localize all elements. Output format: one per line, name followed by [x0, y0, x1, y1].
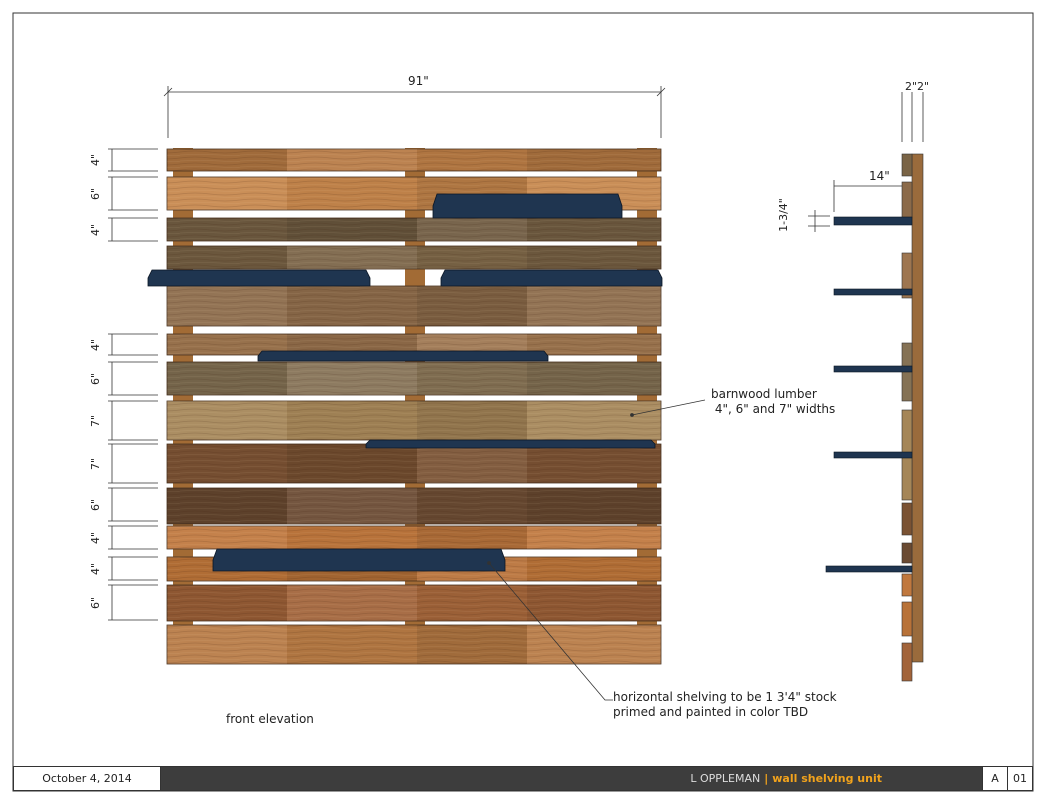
front-shelves: [147, 193, 663, 572]
side-shelf: [825, 565, 913, 573]
side-shelf: [833, 365, 913, 373]
shelf-depth-label: 14": [869, 169, 890, 183]
board-height-label: 6": [89, 498, 103, 511]
shelf-thickness-label: 1-3/4": [776, 198, 790, 232]
front-elevation-view: [147, 148, 663, 665]
shelf-thickness-dimension: [808, 210, 830, 232]
title-block-date: October 4, 2014: [14, 767, 161, 790]
title-block: October 4, 2014 L OPPLEMAN | wall shelvi…: [13, 766, 1033, 791]
side-depth-label-2: 2": [917, 80, 930, 93]
board-grain: [167, 286, 661, 326]
shelf-note-line2: primed and painted in color TBD: [613, 705, 809, 719]
title-block-main: L OPPLEMAN | wall shelving unit: [161, 767, 982, 790]
side-board-end: [901, 601, 913, 637]
side-board-end: [901, 502, 913, 536]
side-depth-dimension: [901, 92, 924, 142]
side-board-end: [901, 573, 913, 597]
side-shelves: [825, 216, 913, 573]
board-grain: [167, 218, 661, 241]
shelf-note-line1: horizontal shelving to be 1 3'4" stock: [613, 690, 837, 704]
board-grain: [167, 625, 661, 664]
board-height-label: 6": [89, 187, 103, 200]
board-grain: [167, 149, 661, 171]
side-board-ends: [901, 153, 913, 682]
shelf: [440, 269, 663, 287]
title-block-sheet-number: 01: [1007, 767, 1032, 790]
shelf: [147, 269, 371, 287]
board-height-label: 4": [89, 153, 103, 167]
board-height-label: 4": [89, 223, 103, 236]
board-height-label: 6": [89, 596, 103, 609]
board-height-label: 7": [89, 414, 103, 427]
board-grain: [167, 401, 661, 440]
board-grain: [167, 246, 661, 269]
board-grain: [167, 334, 661, 355]
board-grain: [167, 488, 661, 524]
board-height-dimensions: [108, 148, 158, 621]
side-shelf: [833, 451, 913, 459]
side-board-end: [901, 181, 913, 219]
shelf: [212, 548, 506, 572]
title-block-project: wall shelving unit: [772, 772, 882, 785]
overall-width-label: 91": [408, 74, 429, 88]
board-height-label: 6": [89, 372, 103, 385]
shelf: [257, 350, 549, 362]
board-grain: [167, 444, 661, 483]
side-elevation-view: [808, 92, 924, 682]
title-block-author: L OPPLEMAN: [690, 772, 761, 785]
shelf-depth-dimension: [833, 180, 902, 212]
board-grain: [167, 585, 661, 621]
sheet-border: [12, 12, 1034, 792]
view-label: front elevation: [226, 712, 314, 726]
shelf: [365, 439, 656, 449]
lumber-note-line2: 4", 6" and 7" widths: [711, 402, 836, 416]
board-grain: [167, 362, 661, 395]
side-board-end: [901, 642, 913, 682]
board-height-label: 7": [89, 457, 103, 470]
side-shelf: [833, 288, 913, 296]
title-block-sheet-letter: A: [982, 767, 1007, 790]
board-height-label: 4": [89, 338, 103, 351]
barnwood-boards: [166, 148, 662, 665]
board-height-label: 4": [89, 562, 103, 575]
board-grain: [167, 526, 661, 549]
side-board-end: [901, 153, 913, 177]
leader-lines: [487, 399, 706, 701]
lumber-note-line1: barnwood lumber: [711, 387, 817, 401]
title-block-separator: |: [764, 772, 769, 785]
shelf: [432, 193, 623, 219]
board-height-label: 4": [89, 531, 103, 544]
side-board-end: [901, 542, 913, 564]
side-shelf: [833, 216, 913, 226]
side-post: [911, 153, 924, 663]
side-board-end: [901, 252, 913, 299]
side-depth-label-1: 2": [905, 80, 918, 93]
overall-width-dimension: [163, 86, 666, 138]
